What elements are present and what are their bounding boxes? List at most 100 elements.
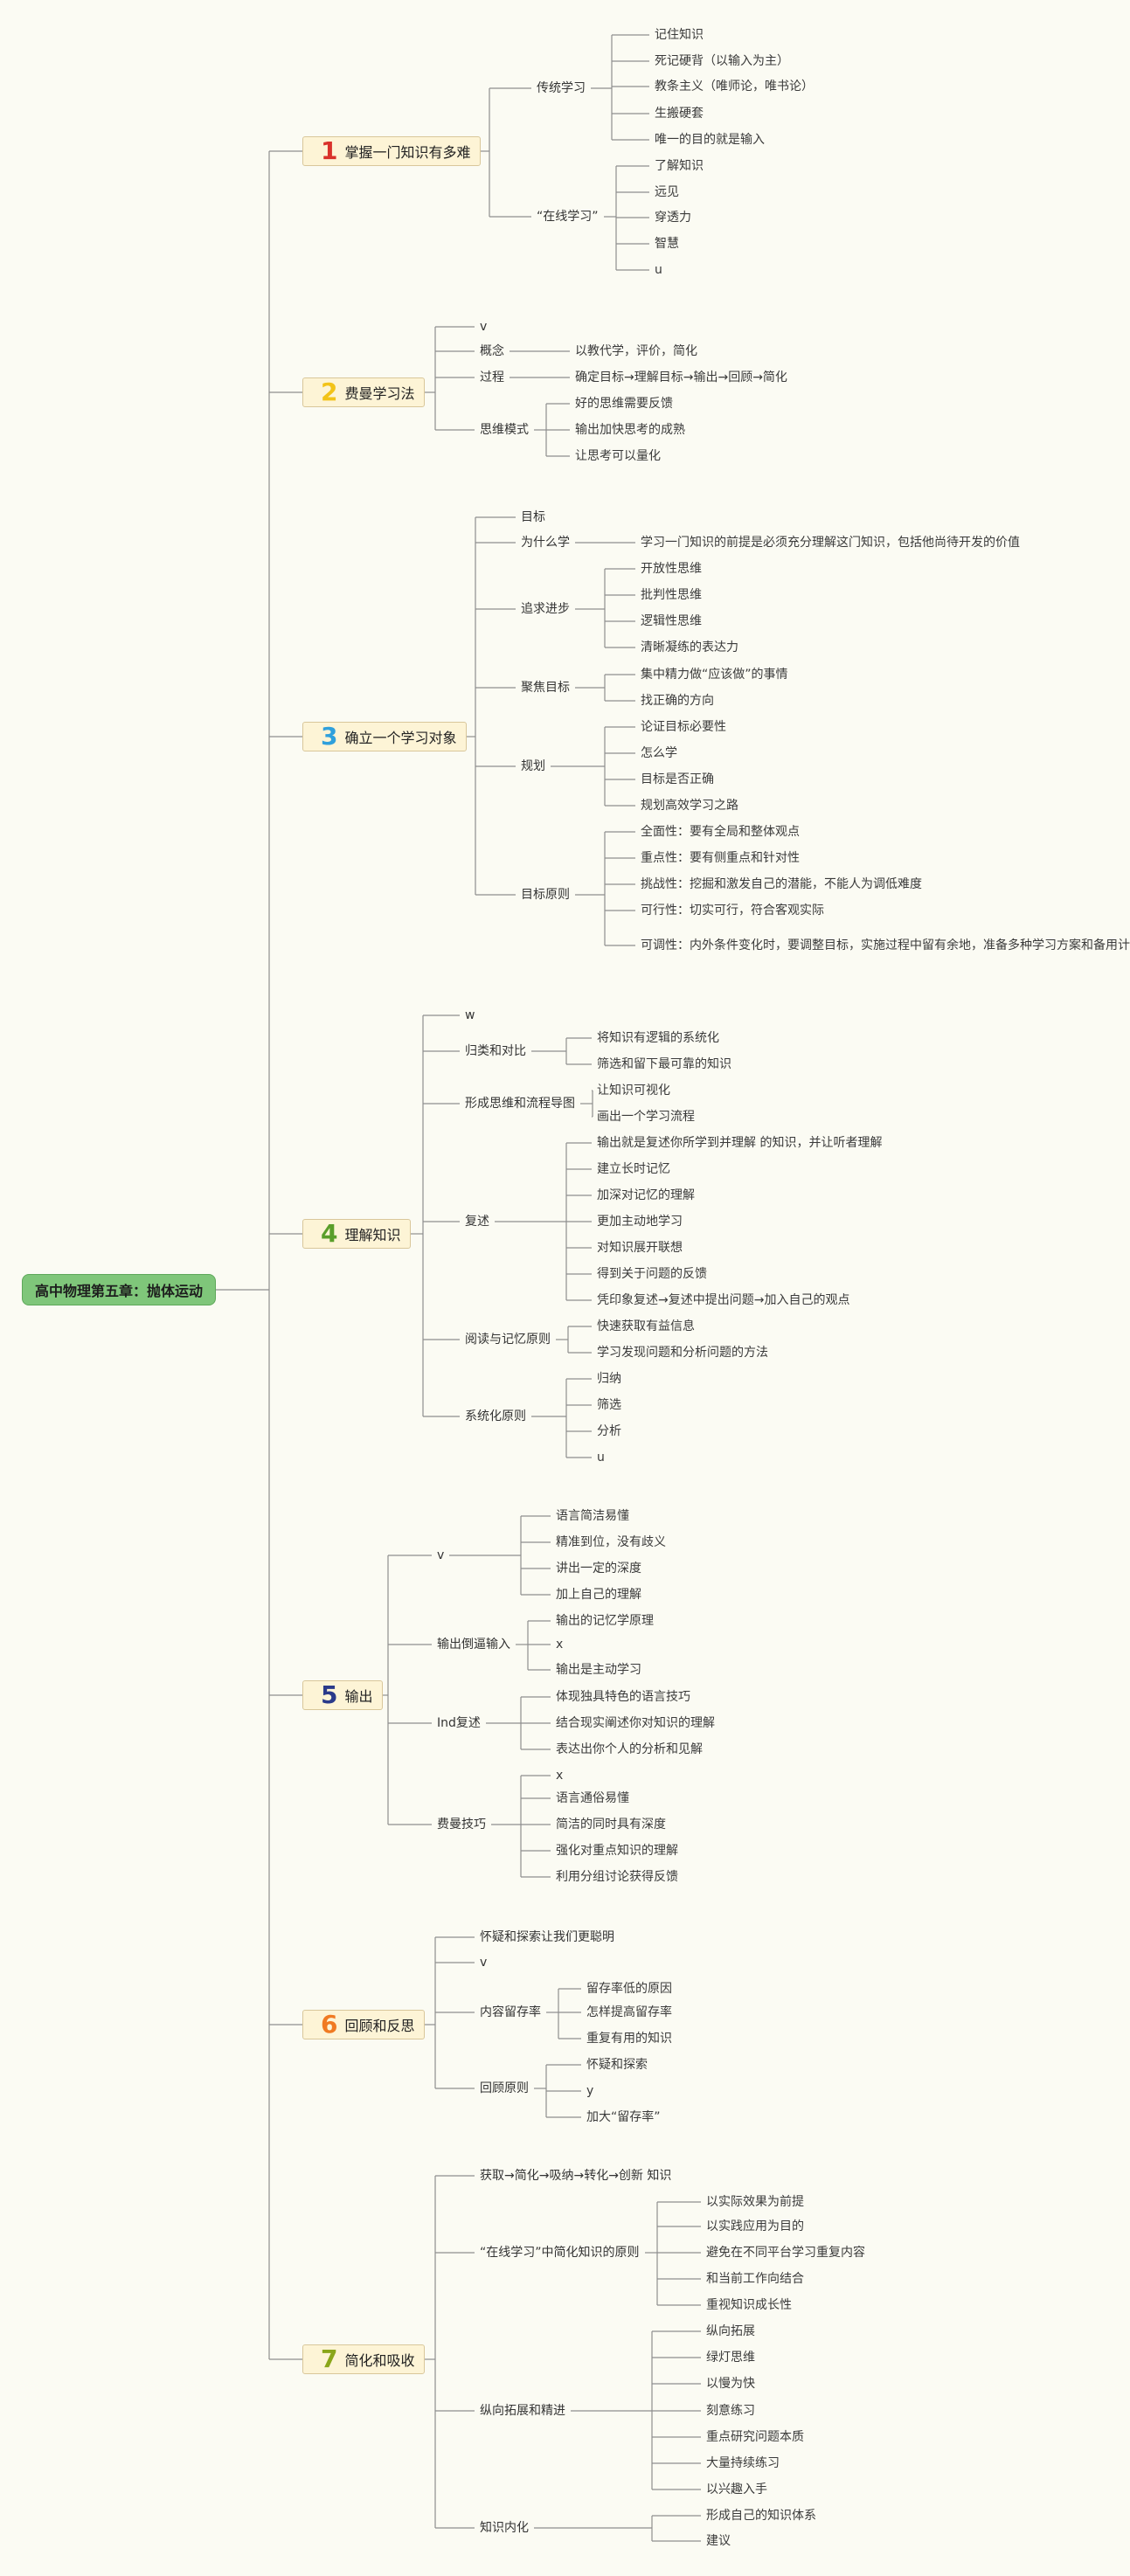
leaf-topic[interactable]: 重点研究问题本质 bbox=[706, 2430, 804, 2444]
leaf-topic[interactable]: 开放性思维 bbox=[641, 562, 702, 576]
leaf-topic[interactable]: 加大“留存率” bbox=[586, 2110, 661, 2124]
leaf-topic[interactable]: 快速获取有益信息 bbox=[597, 1319, 695, 1333]
subtopic[interactable]: 归类和对比 bbox=[465, 1044, 526, 1058]
leaf-topic[interactable]: 教条主义（唯师论，唯书论） bbox=[655, 80, 814, 93]
leaf-topic[interactable]: 生搬硬套 bbox=[655, 107, 704, 121]
leaf-topic[interactable]: 可调性：内外条件变化时，要调整目标，实施过程中留有余地，准备多种学习方案和备用计… bbox=[641, 938, 1130, 952]
subtopic[interactable]: 获取→简化→吸纳→转化→创新 知识 bbox=[480, 2169, 672, 2183]
leaf-topic[interactable]: 分析 bbox=[597, 1424, 621, 1438]
subtopic[interactable]: 怀疑和探索让我们更聪明 bbox=[480, 1930, 614, 1944]
subtopic[interactable]: w bbox=[465, 1008, 475, 1022]
subtopic[interactable]: 过程 bbox=[480, 370, 504, 384]
leaf-topic[interactable]: 留存率低的原因 bbox=[586, 1982, 672, 1996]
leaf-topic[interactable]: 批判性思维 bbox=[641, 588, 702, 602]
leaf-topic[interactable]: 以实际效果为前提 bbox=[706, 2195, 804, 2209]
leaf-topic[interactable]: 全面性：要有全局和整体观点 bbox=[641, 825, 800, 839]
leaf-topic[interactable]: 强化对重点知识的理解 bbox=[556, 1844, 678, 1858]
leaf-topic[interactable]: 清晰凝练的表达力 bbox=[641, 641, 738, 654]
leaf-topic[interactable]: 集中精力做“应该做”的事情 bbox=[641, 668, 788, 682]
subtopic[interactable]: 规划 bbox=[521, 759, 545, 773]
leaf-topic[interactable]: 穿透力 bbox=[655, 211, 691, 225]
leaf-topic[interactable]: 加深对记忆的理解 bbox=[597, 1188, 695, 1202]
leaf-topic[interactable]: 语言通俗易懂 bbox=[556, 1791, 629, 1805]
leaf-topic[interactable]: 记住知识 bbox=[655, 28, 704, 42]
subtopic[interactable]: 概念 bbox=[480, 344, 504, 358]
leaf-topic[interactable]: 好的思维需要反馈 bbox=[575, 397, 673, 411]
leaf-topic[interactable]: 归纳 bbox=[597, 1372, 621, 1386]
leaf-topic[interactable]: 以教代学，评价，简化 bbox=[575, 344, 697, 358]
leaf-topic[interactable]: 唯一的目的就是输入 bbox=[655, 133, 765, 147]
leaf-topic[interactable]: 绿灯思维 bbox=[706, 2351, 755, 2365]
subtopic[interactable]: 费曼技巧 bbox=[437, 1818, 486, 1832]
subtopic[interactable]: 系统化原则 bbox=[465, 1409, 526, 1423]
subtopic[interactable]: 追求进步 bbox=[521, 602, 570, 616]
leaf-topic[interactable]: 怎么学 bbox=[641, 746, 677, 760]
leaf-topic[interactable]: 输出就是复述你所学到并理解 的知识，并让听者理解 bbox=[597, 1136, 883, 1150]
subtopic[interactable]: “在线学习”中简化知识的原则 bbox=[480, 2246, 640, 2260]
subtopic[interactable]: 目标 bbox=[521, 510, 545, 524]
leaf-topic[interactable]: x bbox=[556, 1769, 564, 1783]
leaf-topic[interactable]: 避免在不同平台学习重复内容 bbox=[706, 2246, 865, 2260]
leaf-topic[interactable]: 得到关于问题的反馈 bbox=[597, 1267, 707, 1281]
leaf-topic[interactable]: 怎样提高留存率 bbox=[586, 2005, 672, 2019]
leaf-topic[interactable]: 以实践应用为目的 bbox=[706, 2219, 804, 2233]
subtopic[interactable]: 目标原则 bbox=[521, 888, 570, 902]
leaf-topic[interactable]: 利用分组讨论获得反馈 bbox=[556, 1870, 678, 1884]
leaf-topic[interactable]: 凭印象复述→复述中提出问题→加入自己的观点 bbox=[597, 1293, 850, 1307]
leaf-topic[interactable]: x bbox=[556, 1638, 564, 1652]
leaf-topic[interactable]: 确定目标→理解目标→输出→回顾→简化 bbox=[575, 370, 787, 384]
leaf-topic[interactable]: 目标是否正确 bbox=[641, 772, 714, 786]
subtopic[interactable]: 内容留存率 bbox=[480, 2005, 541, 2019]
leaf-topic[interactable]: 体现独具特色的语言技巧 bbox=[556, 1690, 690, 1704]
leaf-topic[interactable]: 筛选和留下最可靠的知识 bbox=[597, 1057, 731, 1071]
leaf-topic[interactable]: 远见 bbox=[655, 185, 679, 199]
leaf-topic[interactable]: 以兴趣入手 bbox=[706, 2483, 767, 2496]
leaf-topic[interactable]: 形成自己的知识体系 bbox=[706, 2509, 816, 2523]
subtopic[interactable]: 输出倒逼输入 bbox=[437, 1638, 510, 1652]
leaf-topic[interactable]: 简洁的同时具有深度 bbox=[556, 1818, 666, 1832]
leaf-topic[interactable]: 了解知识 bbox=[655, 159, 704, 173]
subtopic[interactable]: 思维模式 bbox=[480, 423, 529, 437]
subtopic[interactable]: 回顾原则 bbox=[480, 2081, 529, 2095]
leaf-topic[interactable]: 建立长时记忆 bbox=[597, 1162, 670, 1176]
leaf-topic[interactable]: 规划高效学习之路 bbox=[641, 799, 738, 813]
leaf-topic[interactable]: 讲出一定的深度 bbox=[556, 1562, 641, 1575]
leaf-topic[interactable]: 重点性：要有侧重点和针对性 bbox=[641, 851, 800, 865]
leaf-topic[interactable]: 语言简洁易懂 bbox=[556, 1509, 629, 1523]
leaf-topic[interactable]: 筛选 bbox=[597, 1398, 621, 1412]
leaf-topic[interactable]: 智慧 bbox=[655, 237, 679, 251]
subtopic[interactable]: 纵向拓展和精进 bbox=[480, 2404, 565, 2418]
leaf-topic[interactable]: u bbox=[597, 1451, 605, 1465]
leaf-topic[interactable]: 学习一门知识的前提是必须充分理解这门知识，包括他尚待开发的价值 bbox=[641, 536, 1020, 550]
leaf-topic[interactable]: 输出的记忆学原理 bbox=[556, 1614, 654, 1628]
leaf-topic[interactable]: 将知识有逻辑的系统化 bbox=[597, 1031, 719, 1045]
subtopic[interactable]: v bbox=[437, 1548, 445, 1562]
subtopic[interactable]: 为什么学 bbox=[521, 536, 570, 550]
leaf-topic[interactable]: 死记硬背（以输入为主） bbox=[655, 54, 789, 68]
leaf-topic[interactable]: 对知识展开联想 bbox=[597, 1241, 683, 1255]
leaf-topic[interactable]: 找正确的方向 bbox=[641, 694, 714, 708]
leaf-topic[interactable]: 输出加快思考的成熟 bbox=[575, 423, 685, 437]
leaf-topic[interactable]: 输出是主动学习 bbox=[556, 1663, 641, 1677]
leaf-topic[interactable]: 可行性：切实可行，符合客观实际 bbox=[641, 904, 824, 918]
leaf-topic[interactable]: 让知识可视化 bbox=[597, 1084, 670, 1098]
subtopic[interactable]: v bbox=[480, 320, 488, 334]
leaf-topic[interactable]: 精准到位，没有歧义 bbox=[556, 1535, 666, 1549]
subtopic[interactable]: 形成思维和流程导图 bbox=[465, 1097, 575, 1111]
leaf-topic[interactable]: 以慢为快 bbox=[706, 2377, 755, 2391]
subtopic[interactable]: “在线学习” bbox=[537, 210, 599, 224]
leaf-topic[interactable]: 表达出你个人的分析和见解 bbox=[556, 1742, 703, 1756]
leaf-topic[interactable]: 挑战性：挖掘和激发自己的潜能，不能人为调低难度 bbox=[641, 877, 922, 891]
leaf-topic[interactable]: 论证目标必要性 bbox=[641, 720, 726, 734]
subtopic[interactable]: Ind复述 bbox=[437, 1716, 481, 1730]
subtopic[interactable]: v bbox=[480, 1956, 488, 1970]
leaf-topic[interactable]: 逻辑性思维 bbox=[641, 614, 702, 628]
leaf-topic[interactable]: 大量持续练习 bbox=[706, 2456, 780, 2470]
